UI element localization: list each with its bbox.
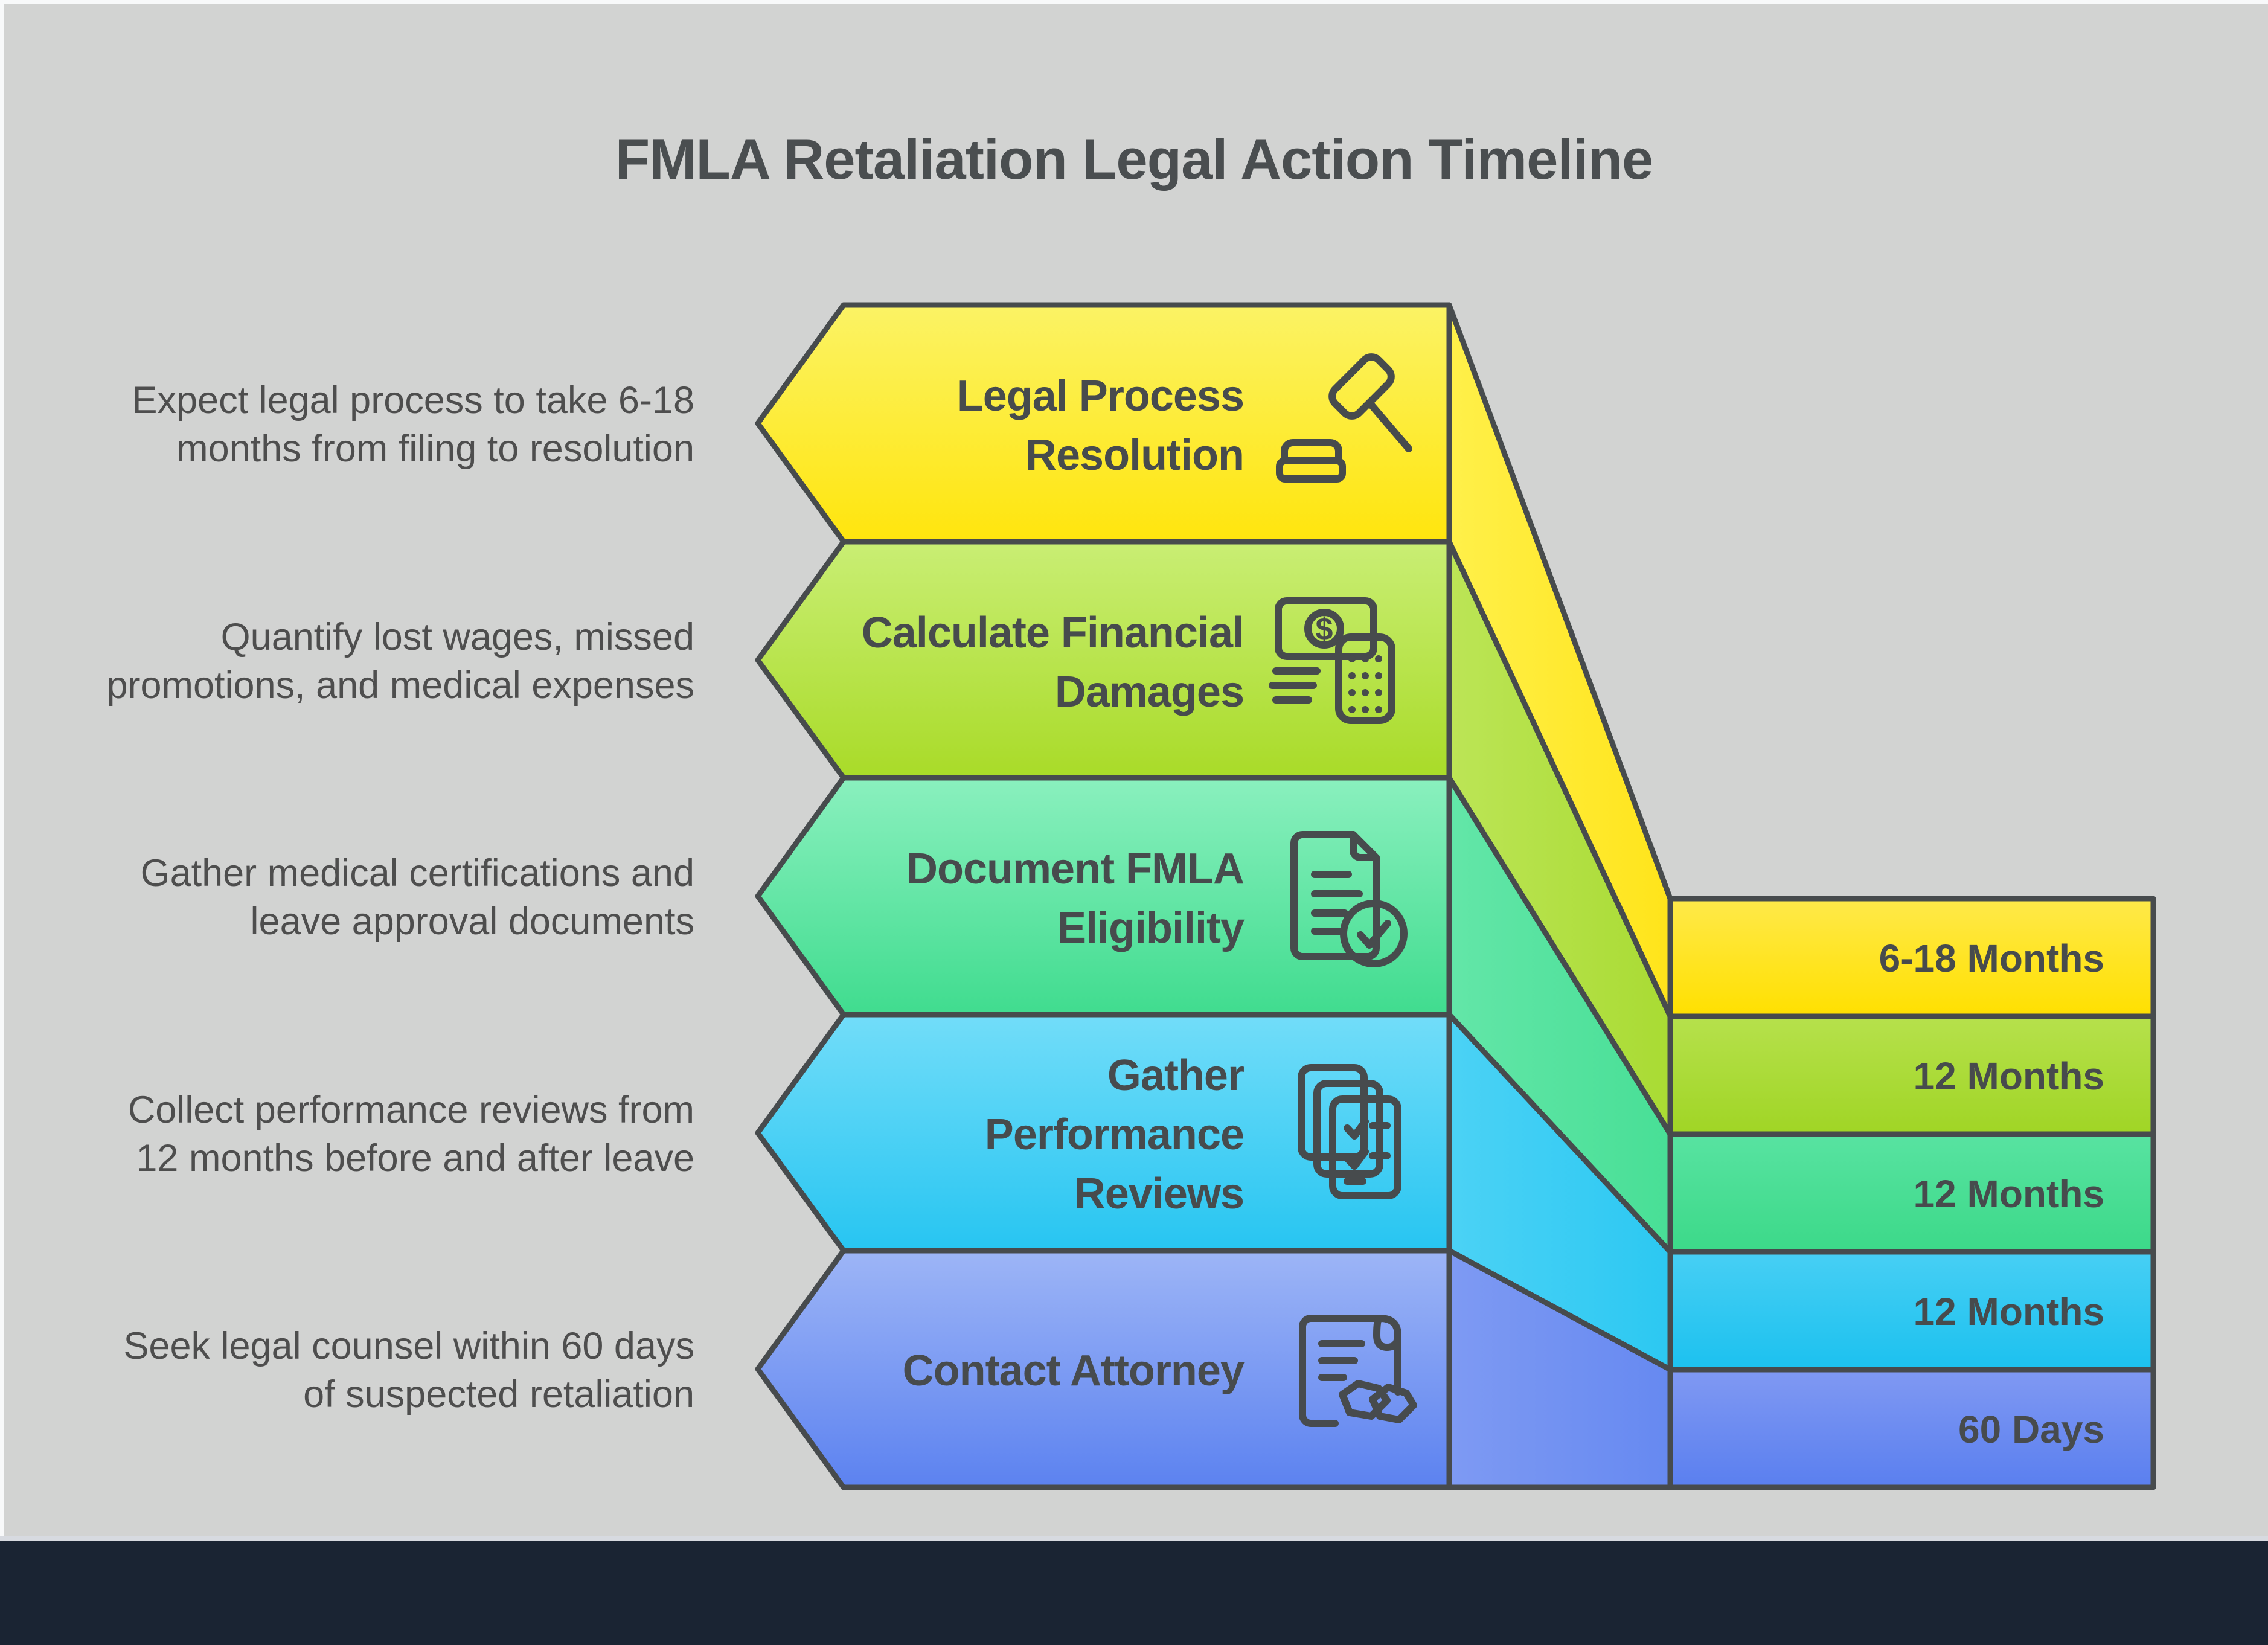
document-check-icon bbox=[1290, 831, 1408, 967]
step-banners bbox=[755, 302, 1452, 1490]
description-line: 12 months before and after leave bbox=[136, 1137, 694, 1179]
duration-bar-legal-process bbox=[1667, 896, 2156, 1019]
footer-bar bbox=[0, 1541, 2268, 1645]
banner-label-line: Contact Attorney bbox=[903, 1347, 1245, 1395]
banner-contact-attorney bbox=[755, 1248, 1452, 1490]
description-line: of suspected retaliation bbox=[303, 1373, 694, 1416]
dollar-sign: $ bbox=[1316, 612, 1333, 647]
description-line: Expect legal process to take 6-18 bbox=[132, 379, 694, 422]
description-line: promotions, and medical expenses bbox=[106, 664, 694, 707]
duration-label: 60 Days bbox=[1958, 1408, 2104, 1451]
banner-label-line: Performance bbox=[985, 1111, 1244, 1159]
description-line: leave approval documents bbox=[251, 900, 694, 943]
duration-label: 12 Months bbox=[1914, 1290, 2104, 1333]
contract-handshake-icon bbox=[1299, 1315, 1417, 1427]
checklist-stack-icon bbox=[1298, 1064, 1401, 1199]
banner-label-line: Resolution bbox=[1025, 431, 1244, 479]
banner-label-line: Document FMLA bbox=[906, 845, 1244, 893]
duration-bar-fmla-eligibility bbox=[1667, 1131, 2156, 1255]
description-line: months from filing to resolution bbox=[176, 428, 694, 470]
footer-divider bbox=[0, 1536, 2268, 1541]
banner-label-line: Calculate Financial bbox=[862, 609, 1244, 657]
duration-bar-contact-attorney bbox=[1667, 1367, 2156, 1490]
calculator-keys bbox=[1348, 655, 1382, 713]
description-line: Quantify lost wages, missed bbox=[221, 616, 694, 658]
duration-label: 6-18 Months bbox=[1879, 937, 2104, 980]
banner-label-line: Legal Process bbox=[957, 372, 1244, 420]
description-line: Gather medical certifications and bbox=[141, 852, 694, 894]
duration-bars: 6-18 Months 12 Months 12 Months 12 Month… bbox=[1667, 896, 2156, 1490]
money-calculator-icon: $ bbox=[1269, 597, 1395, 724]
banner-legal-process bbox=[755, 302, 1452, 545]
step-labels: Legal Process Resolution Calculate Finan… bbox=[862, 372, 1245, 1395]
banner-label-line: Reviews bbox=[1074, 1170, 1244, 1218]
page-title: FMLA Retaliation Legal Action Timeline bbox=[615, 127, 1653, 191]
gavel-icon bbox=[1276, 353, 1412, 483]
duration-bar-performance-reviews bbox=[1667, 1249, 2156, 1373]
description-line: Seek legal counsel within 60 days bbox=[123, 1325, 694, 1367]
banner-label-line: Gather bbox=[1107, 1051, 1244, 1100]
duration-label: 12 Months bbox=[1914, 1172, 2104, 1216]
banner-label-line: Eligibility bbox=[1057, 904, 1245, 952]
duration-label: 12 Months bbox=[1914, 1054, 2104, 1098]
banner-label-line: Damages bbox=[1055, 668, 1244, 716]
step-descriptions: Expect legal process to take 6-18 months… bbox=[106, 379, 694, 1416]
description-line: Collect performance reviews from bbox=[128, 1089, 694, 1131]
